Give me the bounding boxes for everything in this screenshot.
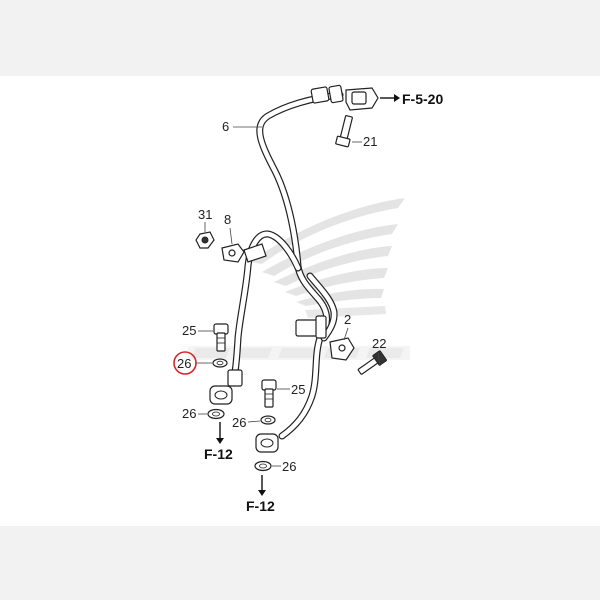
washer-26-circled [212,358,228,368]
label-22: 22 [372,336,386,351]
label-21: 21 [363,134,377,149]
washer-26-right [254,460,272,472]
bolt-22 [357,350,387,375]
clamp-8 [221,243,267,263]
label-6: 6 [222,119,229,134]
arrow-icon [380,94,400,102]
left-union [209,385,233,405]
left-banjo-fitting [227,369,243,387]
ref-f-12-bottom: F-12 [246,498,275,514]
label-26-left: 26 [182,406,196,421]
arrow-icon-bottom [258,475,266,496]
brake-hose-6 [230,84,344,440]
nut-31 [195,231,215,249]
stay-2 [329,337,355,361]
diagram-svg: F-5-20 21 6 31 8 [173,84,443,514]
bolt-25-right [261,379,277,408]
parts-diagram: F-5-20 21 6 31 8 [0,76,600,526]
hose-bracket [295,315,327,339]
label-25-left: 25 [182,323,196,338]
joint-fitting [345,87,379,111]
ref-f-12-left: F-12 [204,446,233,462]
washer-26-middle [260,415,276,425]
label-2: 2 [344,312,351,327]
label-26-middle: 26 [232,415,246,430]
bolt-25-left [213,323,229,352]
label-26-circled: 26 [177,356,191,371]
ref-f-5-20: F-5-20 [402,91,443,107]
washer-26-left [207,408,225,420]
bolt-21 [335,115,353,148]
label-25-right: 25 [291,382,305,397]
label-26-right: 26 [282,459,296,474]
arrow-icon-left [216,422,224,444]
label-8: 8 [224,212,231,227]
label-31: 31 [198,207,212,222]
right-union [255,433,279,453]
